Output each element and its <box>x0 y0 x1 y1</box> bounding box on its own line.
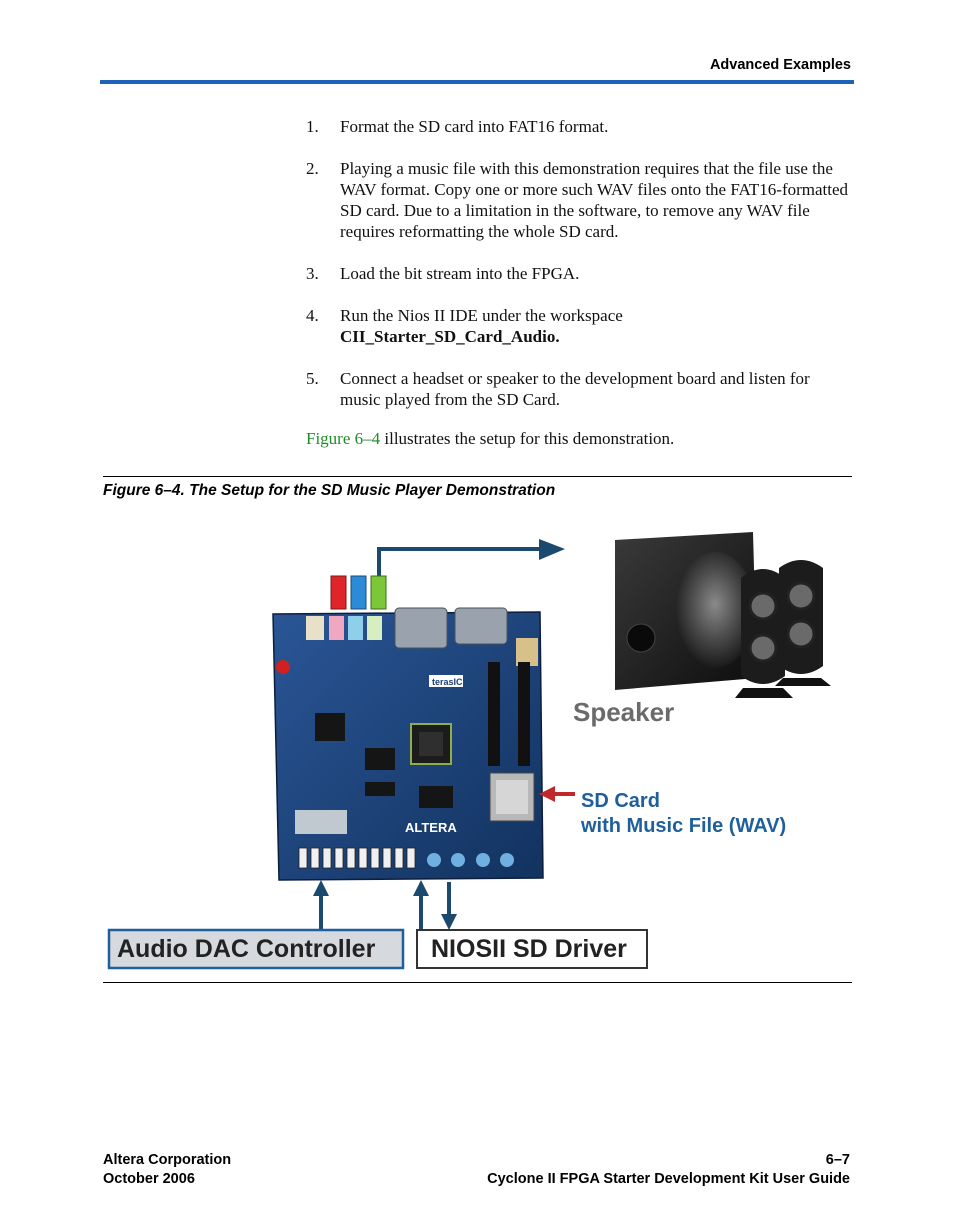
running-header-title: Advanced Examples <box>709 57 851 73</box>
step-text: Playing a music file with this demonstra… <box>340 159 849 241</box>
sd-card-label-line2: with Music File (WAV) <box>580 815 786 837</box>
figure-reference-paragraph: Figure 6–4 illustrates the setup for thi… <box>306 428 851 449</box>
workspace-name: CII_Starter_SD_Card_Audio. <box>340 327 560 346</box>
footer-document-title: Cyclone II FPGA Starter Development Kit … <box>487 1171 850 1187</box>
sd-card-label-line1: SD Card <box>581 790 660 812</box>
step-number: 3. <box>306 264 319 283</box>
speaker-system <box>615 532 831 698</box>
step-item: 4. Run the Nios II IDE under the workspa… <box>306 305 851 347</box>
figure-reference-text: illustrates the setup for this demonstra… <box>380 429 675 448</box>
step-text: Format the SD card into FAT16 format. <box>340 117 609 136</box>
step-item: 5. Connect a headset or speaker to the d… <box>306 368 851 410</box>
figure-top-rule <box>103 476 852 477</box>
figure-link[interactable]: Figure 6–4 <box>306 429 381 448</box>
nios-driver-arrows <box>413 880 457 930</box>
board-brand-text: ALTERA <box>405 820 457 835</box>
footer-page-number: 6–7 <box>825 1152 850 1168</box>
footer-right: 6–7 Cyclone II FPGA Starter Development … <box>487 1151 850 1189</box>
audio-dac-controller-label: Audio DAC Controller <box>117 935 376 963</box>
niosii-sd-driver-label: NIOSII SD Driver <box>431 935 627 963</box>
footer-date: October 2006 <box>103 1171 195 1187</box>
step-text: Run the Nios II IDE under the workspace <box>340 306 623 325</box>
niosii-sd-driver-box: NIOSII SD Driver <box>416 929 648 969</box>
footer-company: Altera Corporation <box>103 1152 232 1168</box>
audio-controller-arrow <box>313 880 329 930</box>
setup-diagram: ALTERA terasIC Speaker SD Card with Musi… <box>107 532 831 970</box>
procedure-steps: 1. Format the SD card into FAT16 format.… <box>306 116 851 431</box>
step-item: 2. Playing a music file with this demons… <box>306 158 851 242</box>
step-text: Connect a headset or speaker to the deve… <box>340 369 810 409</box>
audio-out-arrow <box>377 539 565 578</box>
step-number: 1. <box>306 117 319 136</box>
audio-dac-controller-box: Audio DAC Controller <box>107 928 405 970</box>
footer-left: Altera Corporation October 2006 <box>103 1151 231 1189</box>
step-text: Load the bit stream into the FPGA. <box>340 264 580 283</box>
development-board: ALTERA terasIC <box>272 607 544 881</box>
audio-jack-color-tabs <box>330 575 387 610</box>
step-number: 4. <box>306 306 319 325</box>
step-item: 3. Load the bit stream into the FPGA. <box>306 263 851 284</box>
step-item: 1. Format the SD card into FAT16 format. <box>306 116 851 137</box>
speaker-label: Speaker <box>573 697 674 727</box>
header-rule <box>100 80 854 84</box>
board-maker-text: terasIC <box>432 677 463 687</box>
sd-card-arrow <box>539 786 575 802</box>
figure-bottom-rule <box>103 982 852 983</box>
figure-caption: Figure 6–4. The Setup for the SD Music P… <box>103 482 556 499</box>
step-number: 5. <box>306 369 319 388</box>
step-number: 2. <box>306 159 319 178</box>
